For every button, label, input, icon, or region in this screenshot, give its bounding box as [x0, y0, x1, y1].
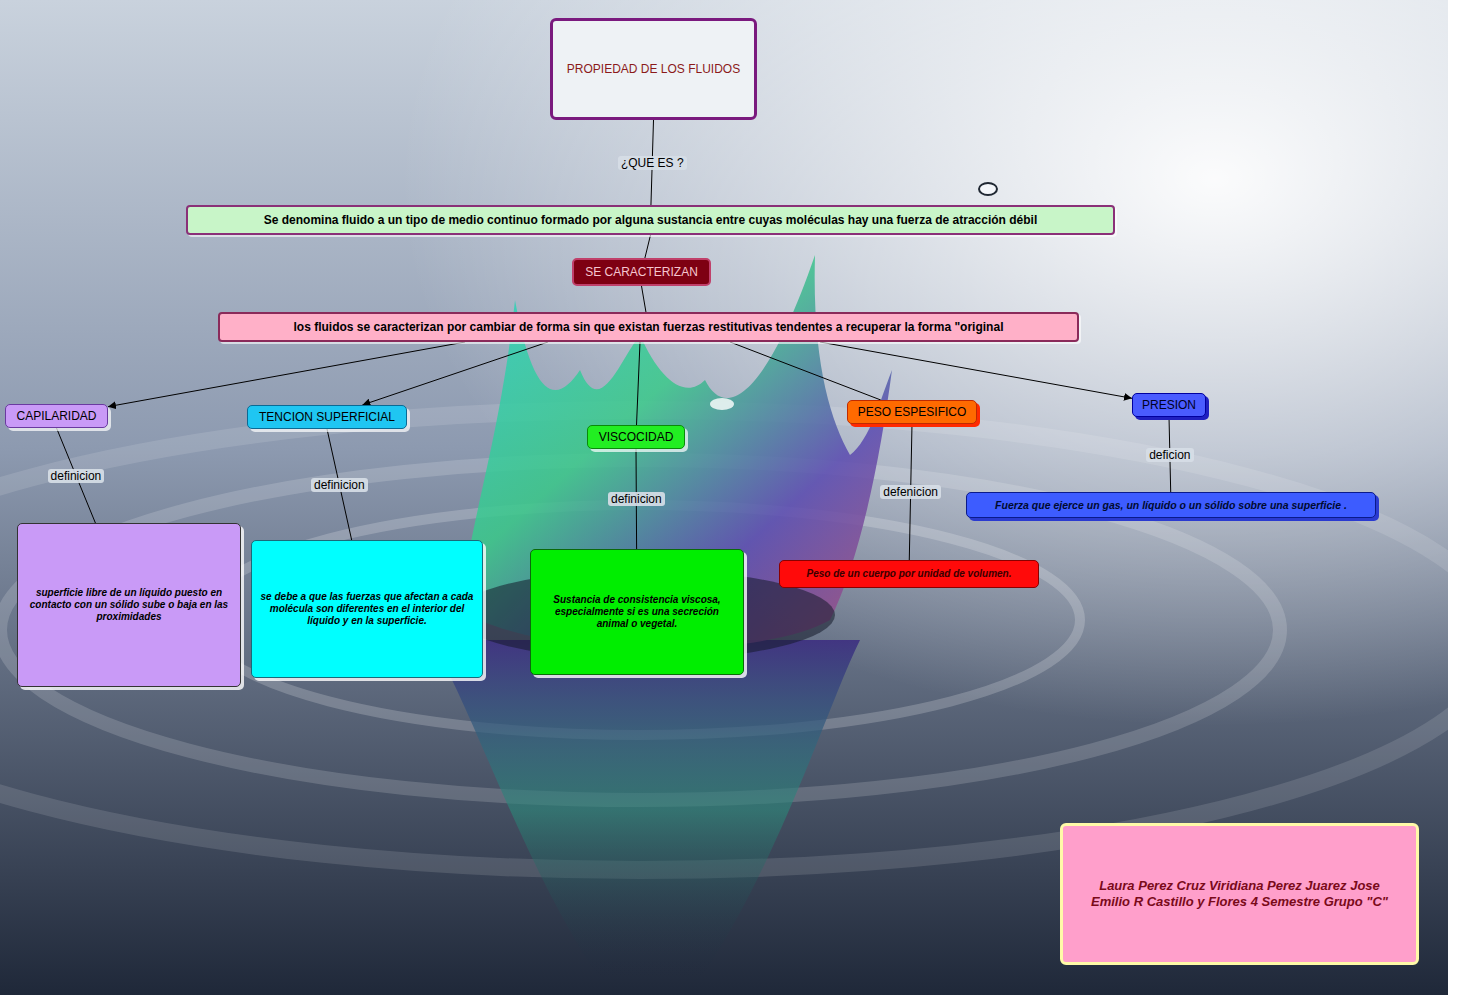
- edge-label: definicion: [311, 478, 368, 492]
- edge-label: deficion: [1146, 448, 1193, 462]
- definition-box: se debe a que las fuerzas que afectan a …: [251, 540, 483, 678]
- connector: [637, 342, 640, 425]
- node-text: los fluidos se caracterizan por cambiar …: [294, 320, 1004, 334]
- splash-reflection: [430, 640, 860, 980]
- characteristic-bar: los fluidos se caracterizan por cambiar …: [218, 312, 1079, 342]
- node-text: Fuerza que ejerce un gas, un líquido o u…: [995, 499, 1347, 512]
- connector: [645, 235, 651, 258]
- connector: [108, 342, 465, 407]
- definition-box: Fuerza que ejerce un gas, un líquido o u…: [966, 492, 1376, 518]
- edge-label: ¿QUE ES ?: [618, 156, 687, 170]
- definition-box: superficie libre de un líquido puesto en…: [17, 523, 241, 687]
- node-text: PROPIEDAD DE LOS FLUIDOS: [567, 62, 740, 76]
- connector: [362, 342, 548, 405]
- edge-label: defenicion: [880, 485, 941, 499]
- node-text: Sustancia de consistencia viscosa, espec…: [539, 594, 735, 630]
- node-text: se debe a que las fuerzas que afectan a …: [260, 591, 474, 627]
- property-box: TENCION SUPERFICIAL: [247, 405, 407, 429]
- property-box: CAPILARIDAD: [5, 404, 108, 428]
- water-drop: [979, 183, 997, 195]
- link-box: SE CARACTERIZAN: [572, 258, 711, 286]
- connector: [642, 286, 646, 312]
- node-text: Peso de un cuerpo por unidad de volumen.: [806, 568, 1011, 580]
- connector: [820, 342, 1132, 398]
- definition-bar: Se denomina fluido a un tipo de medio co…: [186, 205, 1115, 235]
- authors-box: Laura Perez Cruz Viridiana Perez Juarez …: [1060, 823, 1419, 965]
- node-text: TENCION SUPERFICIAL: [259, 410, 395, 424]
- water-drop: [710, 398, 734, 410]
- node-text: superficie libre de un líquido puesto en…: [28, 587, 230, 623]
- page-margin: [1448, 0, 1481, 995]
- node-text: Se denomina fluido a un tipo de medio co…: [264, 213, 1037, 227]
- node-text: CAPILARIDAD: [16, 409, 96, 423]
- node-text: Laura Perez Cruz Viridiana Perez Juarez …: [1091, 878, 1388, 909]
- edge-label: definicion: [608, 492, 665, 506]
- node-text: PRESION: [1142, 398, 1196, 412]
- definition-box: Sustancia de consistencia viscosa, espec…: [530, 549, 744, 675]
- node-text: SE CARACTERIZAN: [585, 265, 698, 279]
- edge-label: definicion: [48, 469, 105, 483]
- node-text: PESO ESPESIFICO: [858, 405, 967, 419]
- definition-box: Peso de un cuerpo por unidad de volumen.: [779, 560, 1039, 588]
- connector: [730, 342, 881, 400]
- property-box: PRESION: [1132, 393, 1206, 417]
- property-box: VISCOCIDAD: [587, 425, 685, 449]
- property-box: PESO ESPESIFICO: [847, 400, 977, 424]
- node-text: VISCOCIDAD: [599, 430, 674, 444]
- title-box: PROPIEDAD DE LOS FLUIDOS: [550, 18, 757, 120]
